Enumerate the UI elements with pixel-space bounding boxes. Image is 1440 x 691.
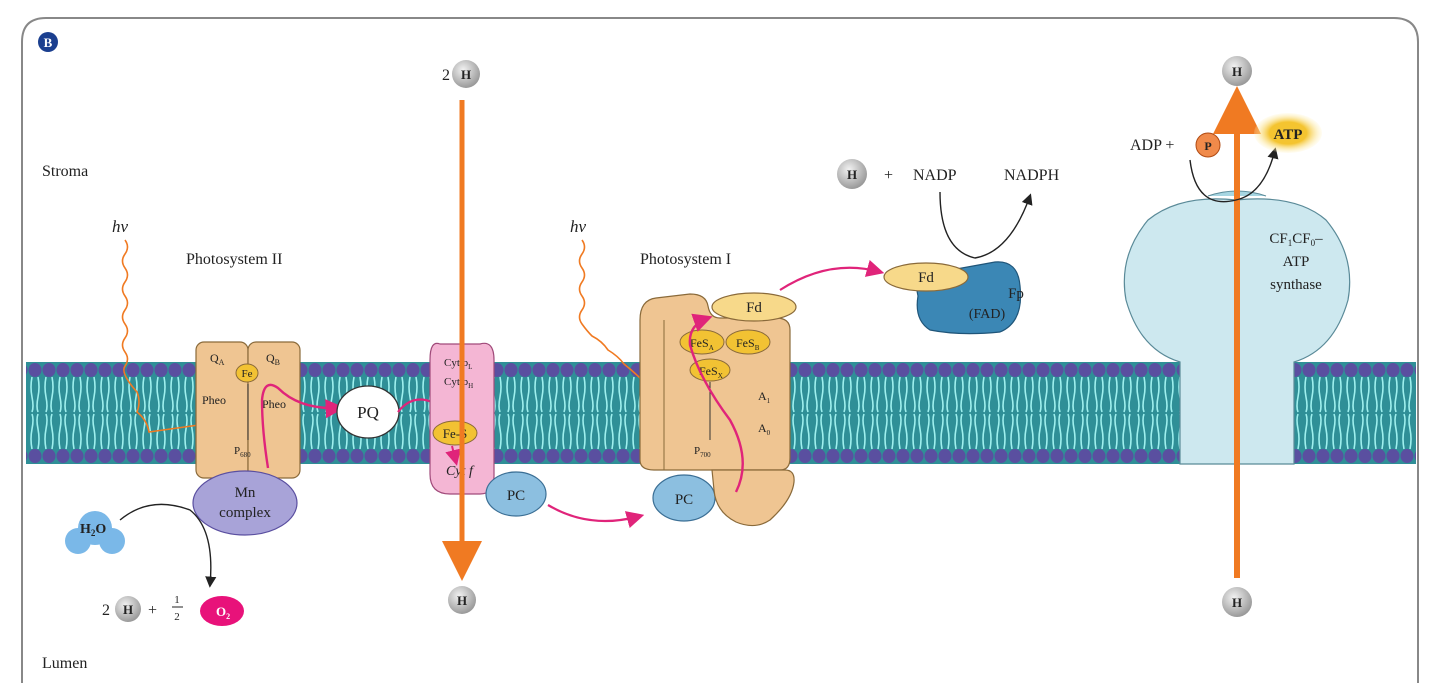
water-label: H2O [80,522,106,538]
water-h-ion-label: H [123,602,133,617]
psii-electron-path [260,383,345,469]
phosphate [1195,132,1221,158]
fesb-center [725,329,771,355]
atp-proton-top-label: H [1232,64,1242,79]
p680-label: P680 [234,445,251,459]
fp-line2: (FAD) [969,307,1006,322]
water-h-ion [115,596,141,622]
cyt-proton-bottom-label: H [457,593,467,608]
cyt-proton-coef: 2 [442,67,450,84]
fesx-label: FeSX [699,364,723,380]
oxygen-label: O2 [216,604,230,621]
half-numerator: 1 [174,594,180,606]
atp-synthase-line2: ATP [1283,254,1310,270]
panel-frame [21,17,1419,683]
fd-reductase-label: Fd [918,270,934,286]
pheo-right-label: Pheo [262,397,286,411]
p700-label: P700 [694,445,711,459]
atp-proton-bottom [1222,587,1252,617]
photosystem-i-title: Photosystem I [640,251,731,268]
atp-label: ATP [1274,127,1303,143]
atp-synthesis-arrow [1189,147,1279,203]
nadp-plus: + [884,167,893,184]
fd-transfer-arrow [779,259,885,291]
cyt-proton-bottom [448,586,476,614]
a1-label: A1 [758,389,771,405]
psii-light-label: hν [112,217,129,236]
pheo-left-label: Pheo [202,393,226,407]
stroma-label: Stroma [42,163,88,180]
nadp-reduction-arrow [939,191,1033,259]
plastoquinone-label: PQ [357,403,379,422]
adp-label: ADP + [1130,137,1174,154]
qa-label: QA [210,351,225,367]
fd-top [711,292,797,322]
atp-proton-top [1222,56,1252,86]
fesx-center [689,358,731,382]
fe-label: Fe [242,368,253,380]
phosphate-label: P [1204,139,1211,153]
atp-molecule [1254,113,1322,153]
photosystem-ii-title: Photosystem II [186,251,282,268]
mn-complex-line1: Mn [235,485,256,501]
panel-badge-label: B [44,35,53,50]
atp-synthase-line3: synthase [1270,277,1322,293]
water-h-coef: 2 [102,602,110,619]
plastocyanin-right-label: PC [675,492,693,508]
fes-center [432,420,478,446]
fd-top-label: Fd [746,300,762,316]
mn-complex-line2: complex [219,505,271,521]
water-plus: + [148,602,157,619]
nadph-label: NADPH [1004,167,1060,184]
nadp-h-ion-label: H [847,167,857,182]
fe-center [235,363,259,383]
plastocyanin-left [485,471,547,517]
fesb-label: FeSB [736,336,760,352]
water-split-arrow [119,503,217,588]
mn-complex [192,470,298,536]
half-denominator: 2 [174,611,180,623]
fesa-label: FeSA [690,336,714,352]
oxygen-molecule [200,596,244,626]
plastocyanin-left-label: PC [507,488,525,504]
nadp-label: NADP [913,167,957,184]
a0-label: A0 [758,421,771,437]
qb-label: QB [266,351,280,367]
pc-transfer-arrow [547,504,645,529]
panel-badge [38,32,58,52]
psi-light-label: hν [570,217,587,236]
water-molecule [65,511,125,554]
psii-light-wave [121,239,225,433]
psi-electron-path [688,313,744,493]
atp-proton-bottom-label: H [1232,595,1242,610]
cyt-proton-top-label: H [461,67,471,82]
fp-line1: Fp [1008,286,1024,302]
atp-synthase-line1: CF1CF0– [1269,231,1323,248]
cyt-proton-top [452,60,480,88]
fd-reductase [883,262,969,292]
fes-to-cytf-arrow [445,445,461,466]
nadp-h-ion [837,159,867,189]
lumen-label: Lumen [42,655,87,672]
